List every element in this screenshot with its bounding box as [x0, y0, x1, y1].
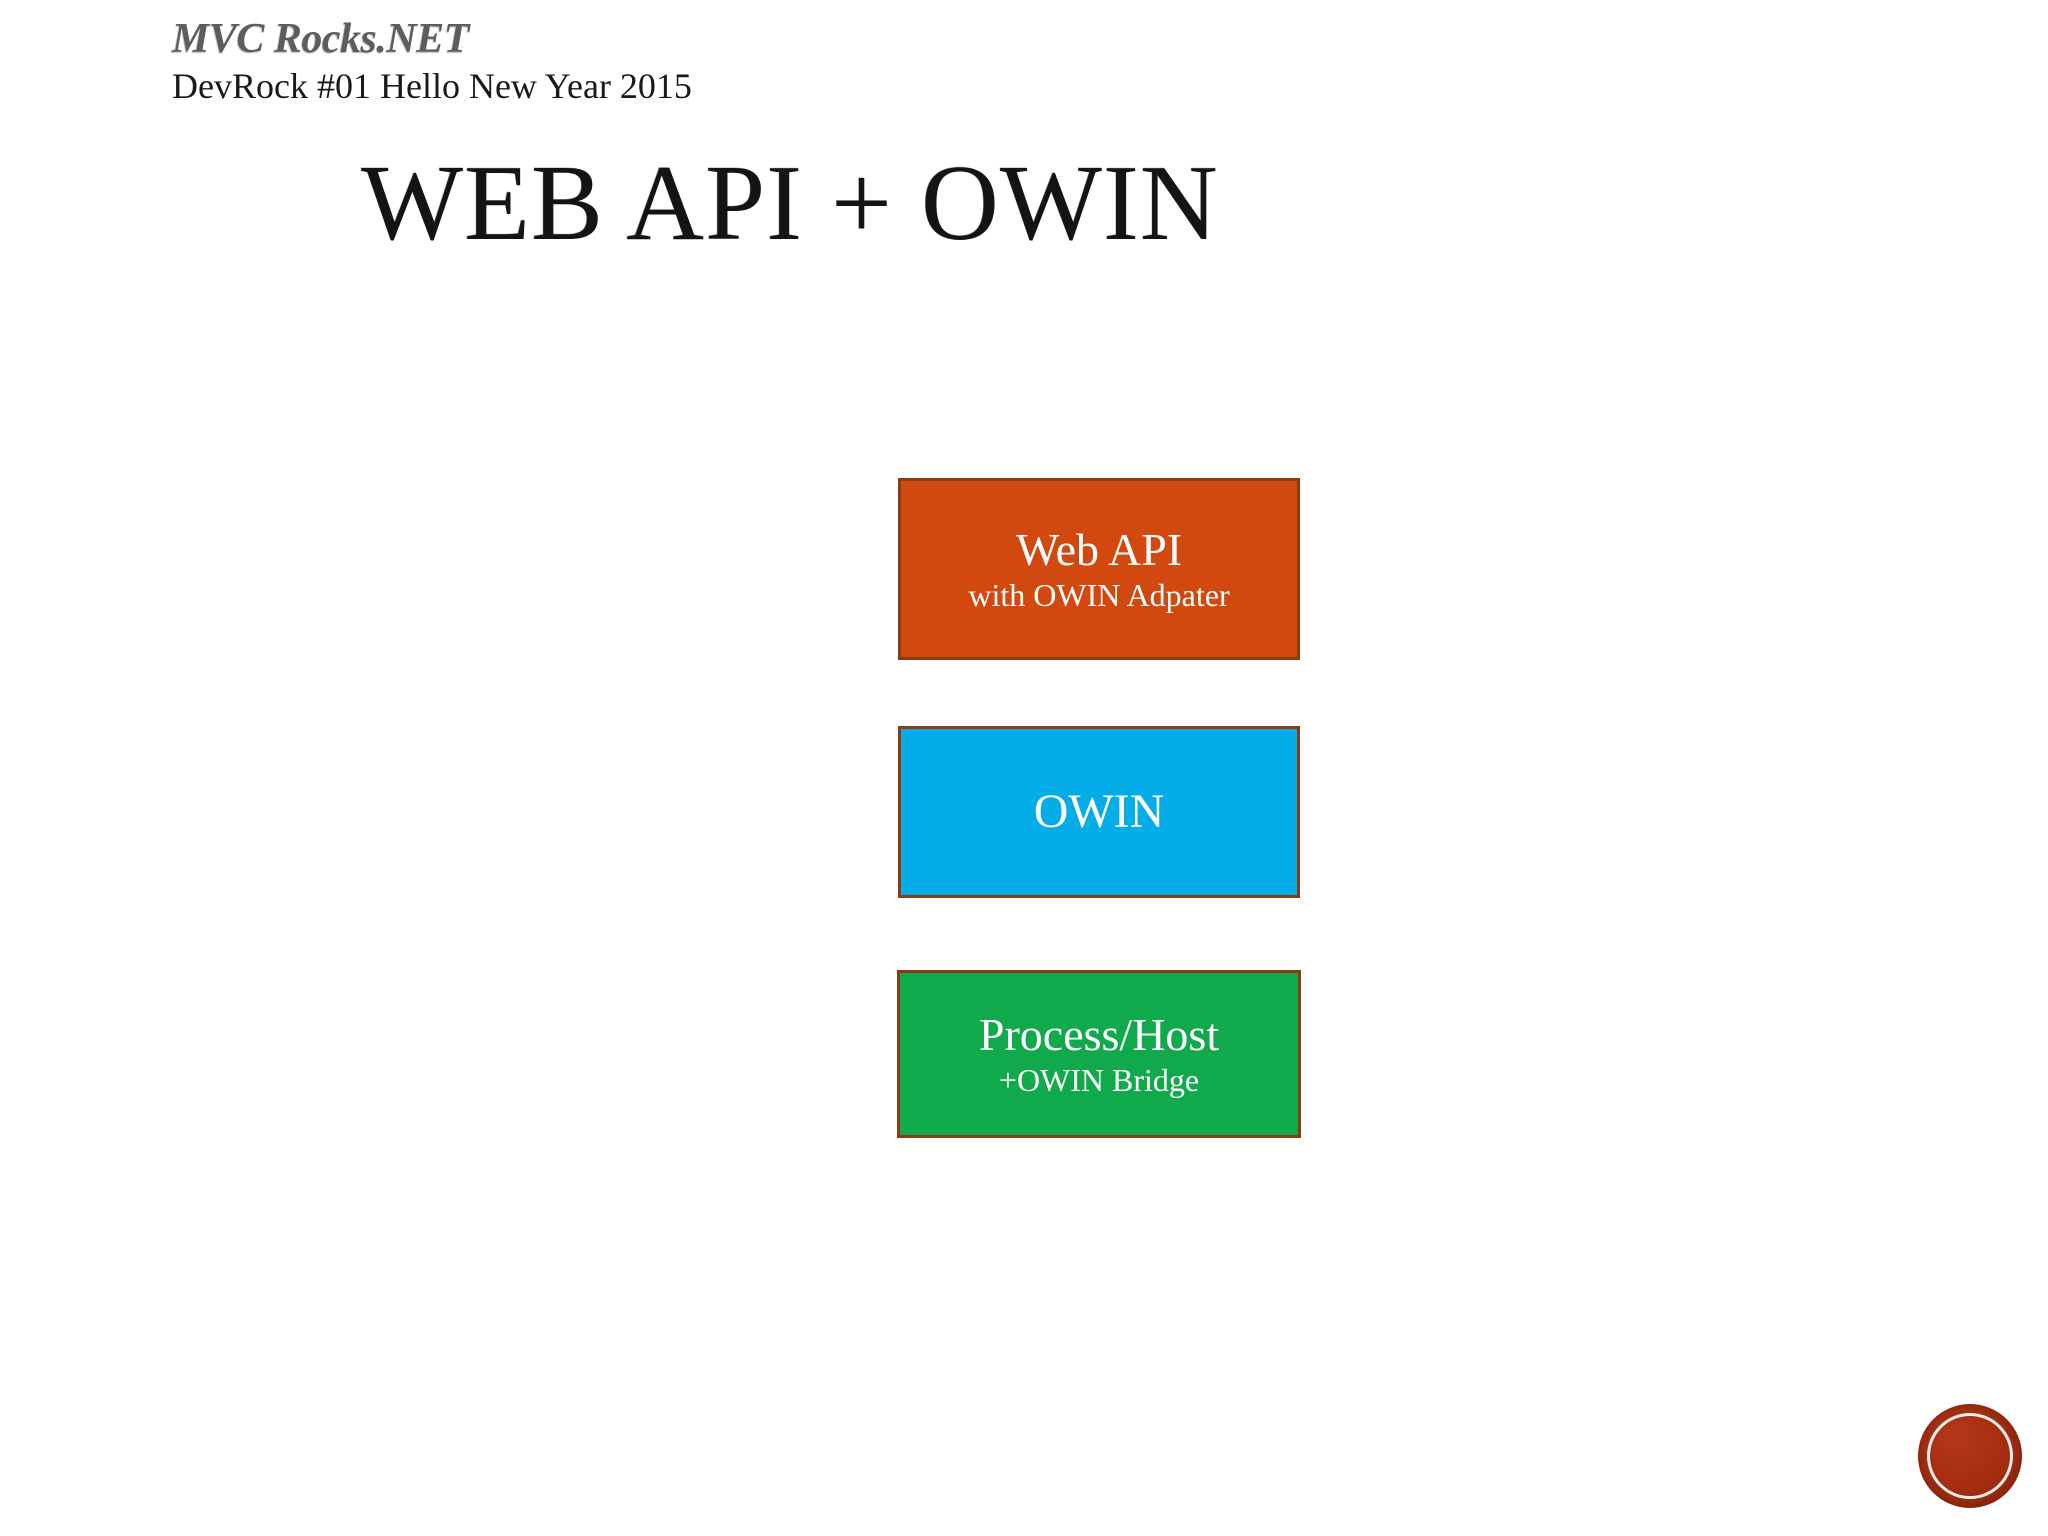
stack-layer-web-api-title: Web API: [1015, 524, 1183, 575]
page-title: WEB API + OWIN: [361, 144, 1219, 263]
brand-subtitle: DevRock #01 Hello New Year 2015: [172, 66, 692, 106]
stack-layer-process-host-subtitle: +OWIN Bridge: [998, 1062, 1200, 1098]
stack-layer-owin: OWIN: [898, 726, 1300, 898]
stack-layer-web-api-subtitle: with OWIN Adpater: [968, 577, 1230, 613]
stack-layer-owin-title: OWIN: [1033, 785, 1165, 838]
stack-layer-process-host-title: Process/Host: [978, 1009, 1220, 1060]
brand-block: MVC Rocks.NET DevRock #01 Hello New Year…: [172, 16, 1072, 108]
brand-name: MVC Rocks.NET: [172, 16, 469, 62]
stack-layer-process-host: Process/Host +OWIN Bridge: [897, 970, 1301, 1138]
stack-layer-web-api: Web API with OWIN Adpater: [898, 478, 1300, 660]
mvc-rocks-circle-logo-icon: [1918, 1404, 2022, 1508]
